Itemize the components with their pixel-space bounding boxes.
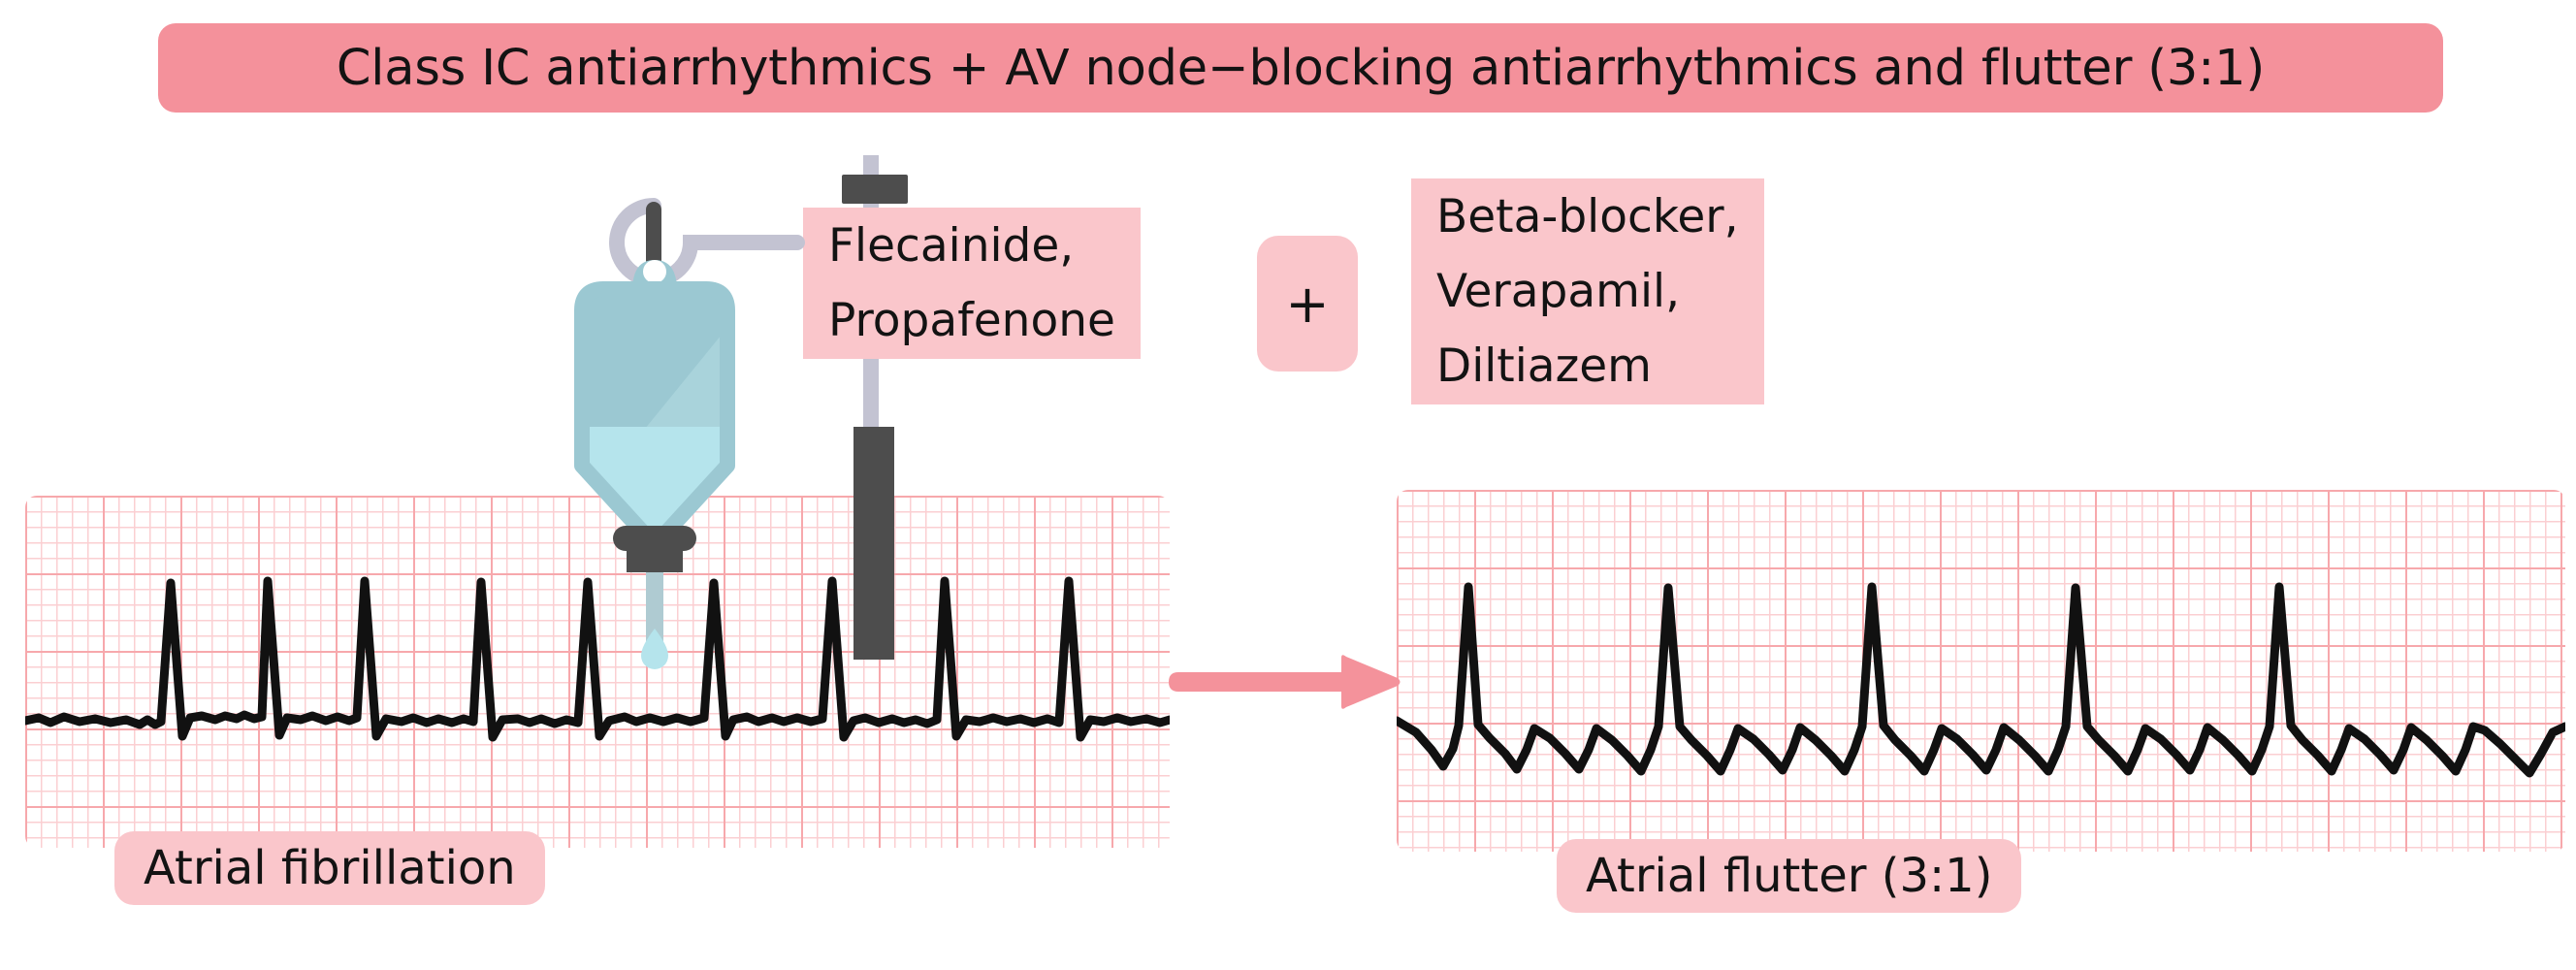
ecg-strip-atrial-flutter (1397, 490, 2565, 852)
drug-label-diltiazem: Diltiazem (1411, 328, 1677, 404)
iv-bag-outline (574, 281, 735, 553)
transition-arrow (1169, 655, 1401, 713)
iv-bag-fluid (588, 427, 727, 542)
iv-infusion-bag (553, 146, 941, 693)
drug-label-flecainide: Flecainide, (803, 208, 1129, 284)
iv-pole (795, 155, 950, 663)
drug-label-beta-blocker: Beta-blocker, (1411, 178, 1764, 255)
ecg-trace-flutter (1397, 582, 2565, 778)
ecg-strip-atrial-fibrillation (25, 496, 1170, 848)
ecg-trace-afib (25, 576, 1170, 742)
iv-cap-body (627, 541, 683, 572)
caption-atrial-flutter-label: Atrial flutter (3:1) (1586, 849, 1993, 903)
drug-box-class-ic[interactable]: Flecainide, Propafenone (803, 208, 1141, 359)
iv-bag-neck-hole (643, 260, 666, 283)
page-title: Class IC antiarrhythmics + AV node−block… (336, 39, 2266, 97)
plus-badge: + (1257, 236, 1358, 372)
iv-pole-bottom-block (853, 427, 894, 660)
iv-drop-icon (641, 629, 668, 669)
caption-atrial-fibrillation-label: Atrial fibrillation (144, 841, 516, 895)
arrow-right-icon (1169, 655, 1401, 709)
caption-atrial-fibrillation: Atrial fibrillation (114, 831, 545, 905)
caption-atrial-flutter: Atrial flutter (3:1) (1557, 839, 2022, 913)
iv-pole-top-clamp (842, 175, 908, 204)
page-title-banner: Class IC antiarrhythmics + AV node−block… (158, 23, 2443, 113)
drug-label-verapamil: Verapamil, (1411, 253, 1706, 330)
plus-icon: + (1285, 273, 1330, 335)
drug-box-av-node-blockers[interactable]: Beta-blocker, Verapamil, Diltiazem (1411, 178, 1764, 404)
drug-label-propafenone: Propafenone (803, 282, 1141, 359)
iv-hook-icon (609, 198, 805, 287)
